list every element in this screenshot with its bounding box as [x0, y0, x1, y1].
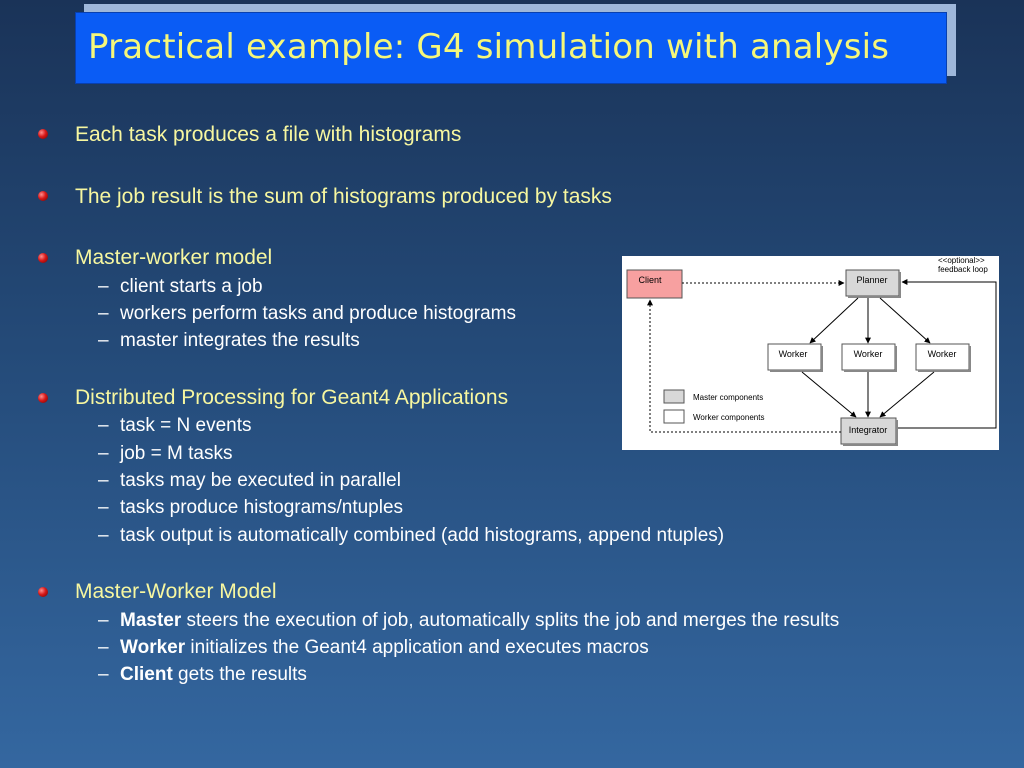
svg-text:Planner: Planner [856, 275, 887, 285]
dash: – [98, 497, 109, 518]
worker-node: Worker [767, 343, 823, 372]
dash: – [98, 415, 109, 436]
dash: – [98, 637, 109, 658]
worker-node: Worker [841, 343, 897, 372]
client-node: Client [626, 269, 683, 299]
slide-title: Practical example: G4 simulation with an… [88, 27, 890, 67]
diagram-arrows [647, 279, 997, 433]
sub-bullet: task output is automatically combined (a… [120, 525, 725, 546]
integrator-node: Integrator [840, 417, 898, 446]
bullet-icon [38, 587, 48, 597]
sub-bullet: job = M tasks [120, 443, 233, 464]
sub-bullet-client: Client gets the results [120, 664, 307, 685]
dash: – [98, 610, 109, 631]
svg-text:Master components: Master components [693, 393, 763, 402]
bullet-icon [38, 129, 48, 139]
planner-node: Planner [845, 269, 901, 298]
dash: – [98, 303, 109, 324]
sub-bullet-worker: Worker initializes the Geant4 applicatio… [120, 637, 649, 658]
bullet-text-2: The job result is the sum of histograms … [75, 185, 612, 208]
legend: Master components Worker components [663, 389, 764, 424]
bullet-text-1: Each task produces a file with histogram… [75, 123, 462, 146]
dash: – [98, 276, 109, 297]
sub-bullet-master: Master steers the execution of job, auto… [120, 610, 840, 631]
bullet-icon [38, 393, 48, 403]
feedback-label-1: <<optional>> [938, 256, 985, 265]
feedback-label-2: feedback loop [938, 265, 988, 274]
dash: – [98, 443, 109, 464]
title-box: Practical example: G4 simulation with an… [75, 12, 947, 84]
svg-text:Worker: Worker [928, 349, 957, 359]
sub-bullet: workers perform tasks and produce histog… [120, 303, 516, 324]
sub-bullet: tasks may be executed in parallel [120, 470, 401, 491]
bullet-icon [38, 253, 48, 263]
bullet-icon [38, 191, 48, 201]
sub-bullet: tasks produce histograms/ntuples [120, 497, 404, 518]
svg-text:Client: Client [638, 275, 662, 285]
sub-bullet: task = N events [120, 415, 252, 436]
bullet-text-4: Distributed Processing for Geant4 Applic… [75, 386, 509, 409]
svg-text:Worker components: Worker components [693, 413, 764, 422]
dash: – [98, 664, 109, 685]
worker-node: Worker [915, 343, 971, 372]
master-worker-diagram: Client Planner Worker Worker Worker [622, 256, 999, 450]
dash: – [98, 330, 109, 351]
svg-text:Integrator: Integrator [849, 425, 888, 435]
bullet-text-3: Master-worker model [75, 246, 273, 269]
svg-text:Worker: Worker [779, 349, 808, 359]
sub-bullet: master integrates the results [120, 330, 360, 351]
dash: – [98, 470, 109, 491]
bullet-text-5: Master-Worker Model [75, 580, 277, 603]
sub-bullet: client starts a job [120, 276, 263, 297]
svg-text:Worker: Worker [854, 349, 883, 359]
dash: – [98, 525, 109, 546]
